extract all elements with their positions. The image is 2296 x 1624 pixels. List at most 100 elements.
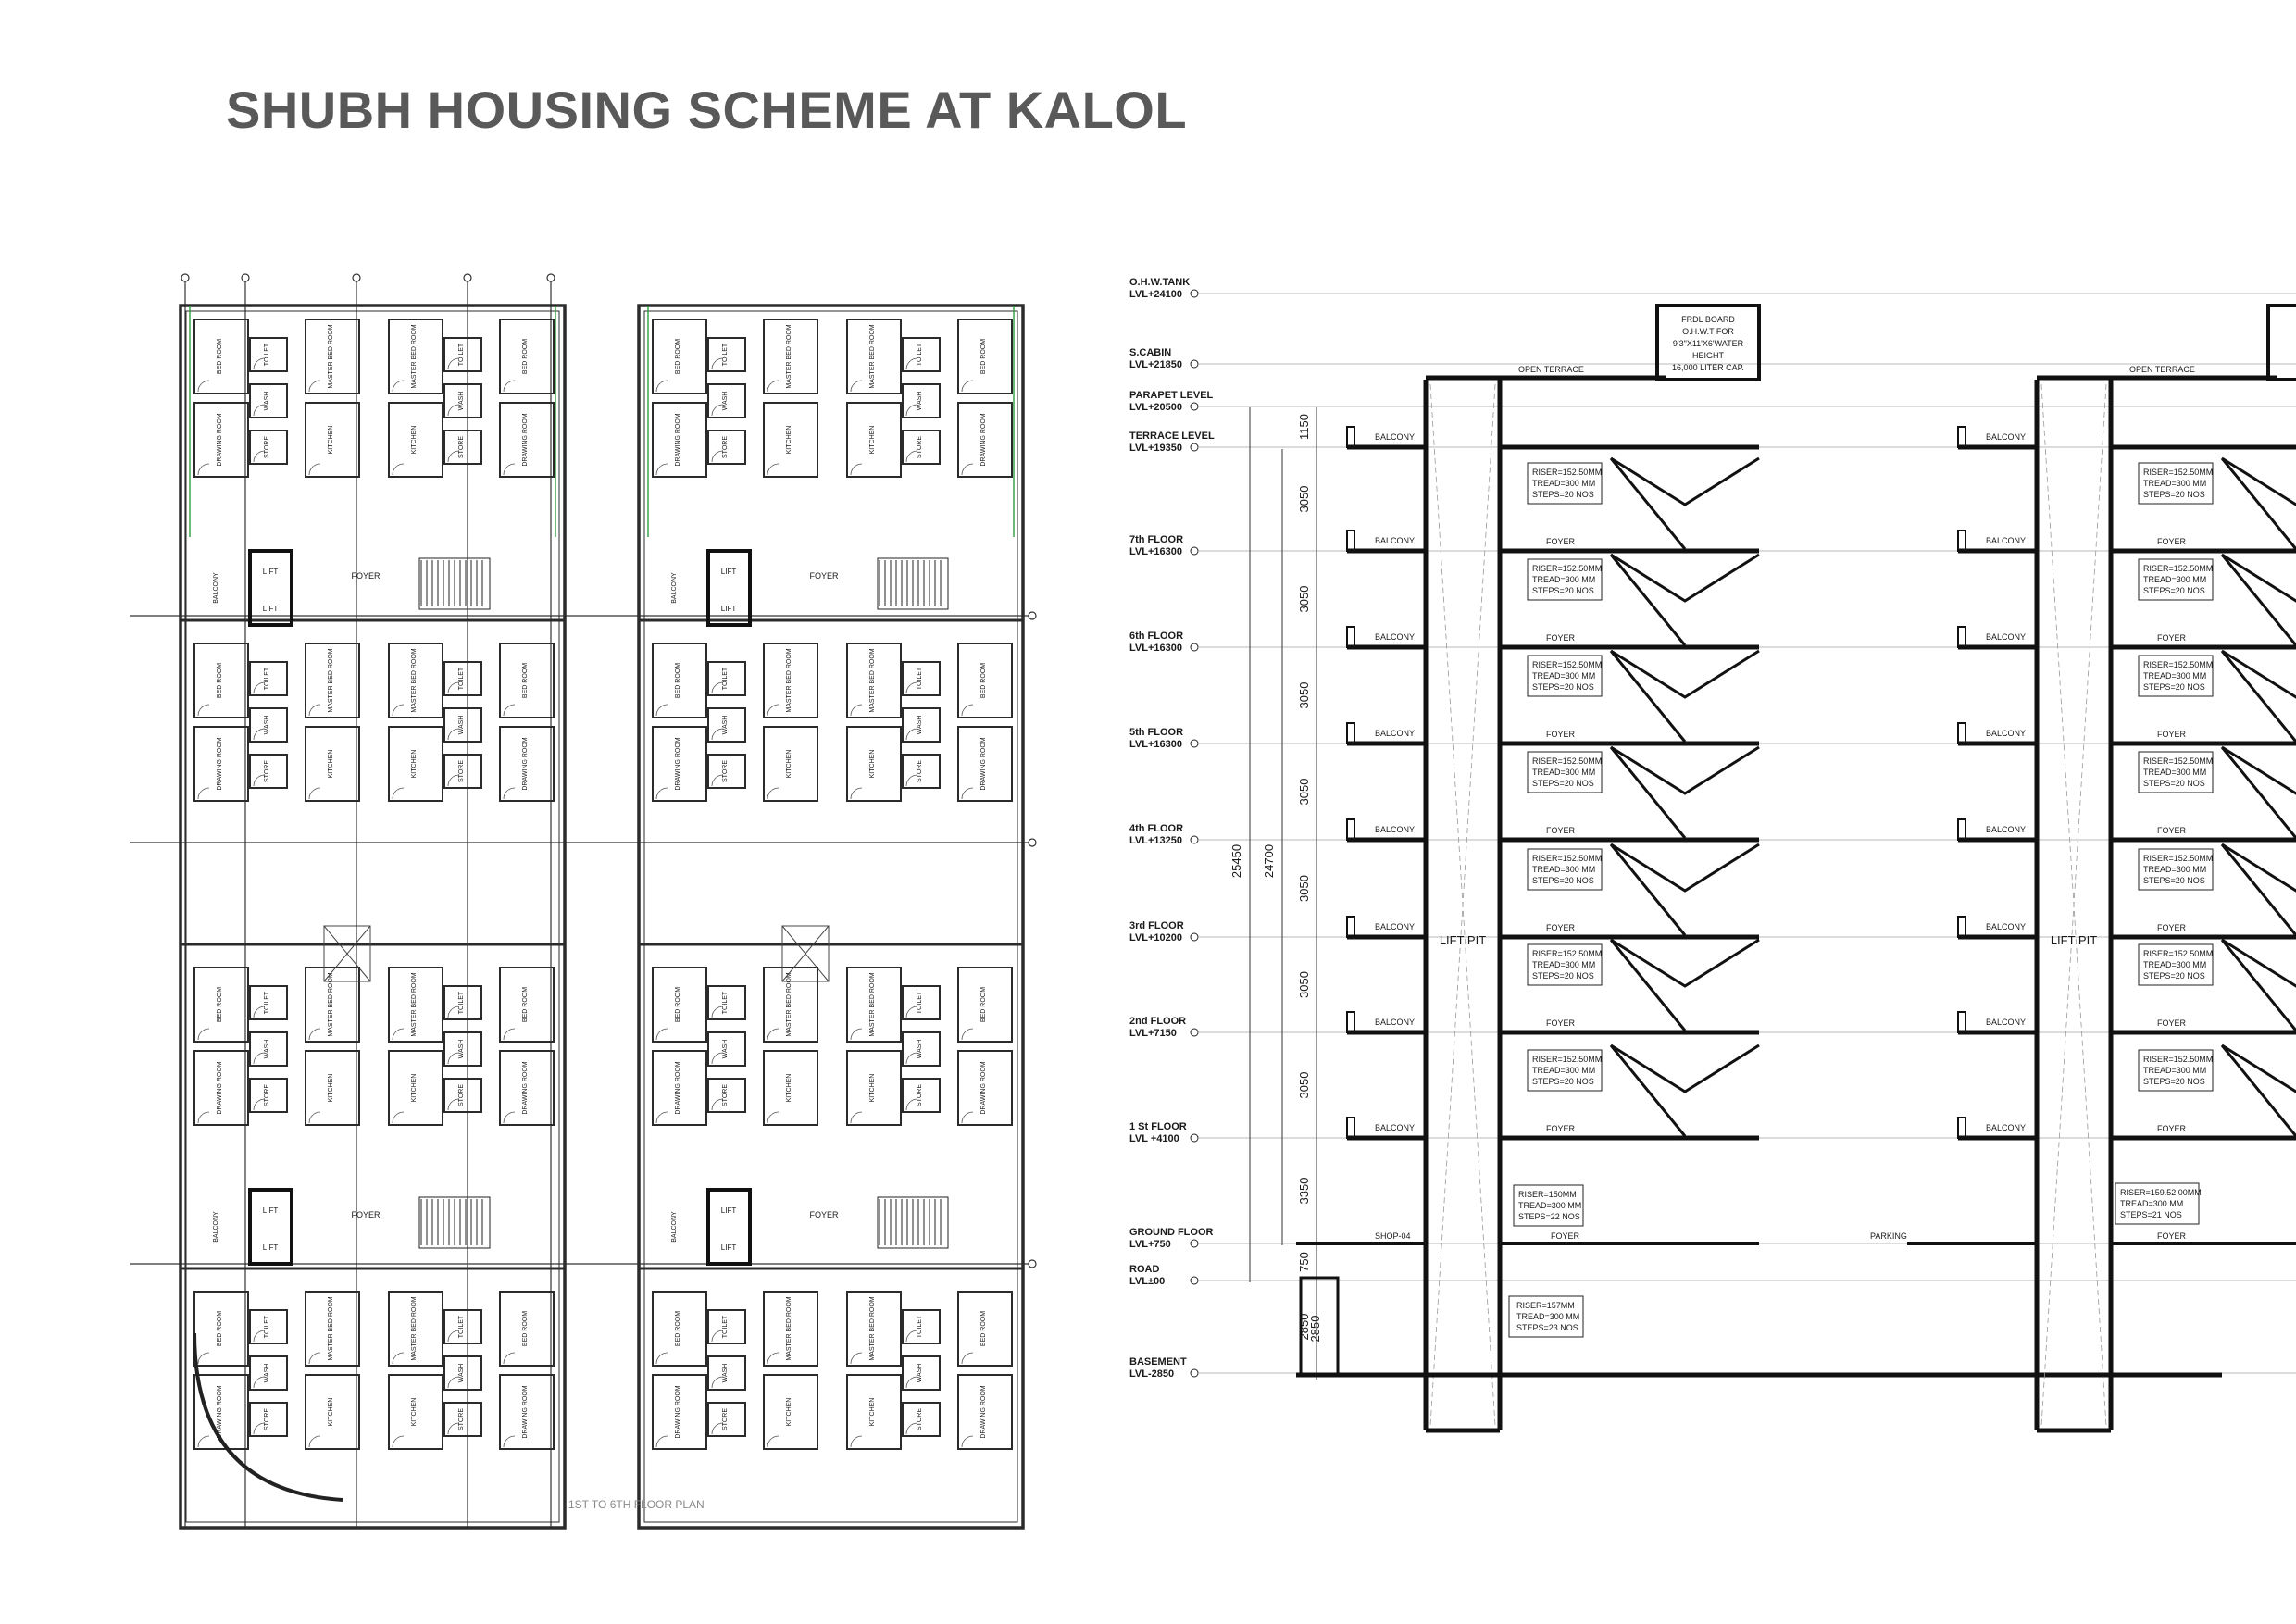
foyer-label: FOYER (1551, 1231, 1580, 1241)
grid-bubble (1028, 838, 1037, 847)
door-swing (503, 704, 516, 717)
lift-core (248, 1188, 293, 1266)
room-label: DRAWING ROOM (522, 1061, 529, 1114)
door-swing (961, 1435, 974, 1448)
balcony-label: BALCONY (1986, 825, 2026, 834)
room (193, 967, 249, 1043)
door-swing (392, 704, 405, 717)
door-swing (447, 1330, 460, 1343)
room-label: WASH (722, 1364, 729, 1383)
room-label: KITCHEN (411, 1398, 418, 1427)
foyer-label: FOYER (809, 571, 839, 581)
room (499, 1291, 555, 1367)
door-swing (447, 357, 460, 370)
room-label: DRAWING ROOM (980, 737, 987, 790)
parapet (1346, 1117, 1355, 1139)
room (305, 319, 360, 394)
parapet (1346, 722, 1355, 744)
door-swing (197, 704, 210, 717)
stair-note-box (1527, 848, 1603, 891)
room (846, 967, 902, 1043)
building-section-drawing: O.H.W.TANKLVL+24100S.CABINLVL+21850PARAP… (1129, 277, 2296, 1433)
door-swing (447, 1098, 460, 1111)
door-swing (905, 728, 918, 741)
room (957, 1050, 1013, 1126)
dim-floor-height: 750 (1297, 1252, 1311, 1272)
stair-stringer (1610, 456, 1760, 506)
room (763, 643, 818, 718)
room-label: KITCHEN (411, 1074, 418, 1103)
level-value: LVL+13250 (1129, 835, 1182, 846)
room-label: STORE (917, 1408, 923, 1430)
room-label: KITCHEN (786, 750, 792, 779)
stair-note-line: TREAD=300 MM (1532, 671, 1595, 681)
lift-label: LIFT (721, 568, 737, 576)
parapet (1957, 530, 1966, 552)
door-swing (253, 681, 266, 694)
door-swing (905, 681, 918, 694)
door-swing (447, 1006, 460, 1018)
door-swing (961, 1111, 974, 1124)
stair-stringer (1610, 649, 1760, 699)
lift-core (706, 549, 752, 627)
room (305, 1374, 360, 1450)
door-swing (655, 463, 668, 476)
plan-caption: 1ST TO 6TH FLOOR PLAN (568, 1498, 705, 1511)
grid-bubble (352, 273, 361, 282)
room (652, 402, 707, 478)
door-swing (308, 787, 321, 800)
stair-stringer (1609, 746, 1687, 839)
lift-shaft-diagonal (1429, 383, 1496, 1427)
block-inner (643, 310, 1018, 1523)
stair-flight (1609, 553, 1760, 646)
door-swing (308, 463, 321, 476)
stair-flight (1609, 456, 1760, 550)
stair-note-line: STEPS=20 NOS (1532, 1077, 1594, 1086)
room-label: MASTER BED ROOM (786, 648, 792, 712)
water-tank (2266, 304, 2296, 381)
balcony-label: BALCONY (671, 1211, 678, 1243)
room-label: BED ROOM (980, 663, 987, 698)
room-label: DRAWING ROOM (522, 1385, 529, 1438)
level-value: LVL-2850 (1129, 1368, 1174, 1380)
stair-note-line: RISER=152.50MM (1532, 756, 1602, 766)
level-name: 6th FLOOR (1129, 631, 1183, 642)
dim-floor-height: 3050 (1297, 875, 1311, 902)
room (443, 707, 482, 743)
dim-overall: 24700 (1262, 844, 1276, 878)
room (249, 337, 288, 372)
room-label: WASH (917, 1364, 923, 1383)
shop-label: SHOP-04 (1375, 1231, 1411, 1241)
water-tank (1655, 304, 1761, 381)
room (388, 1050, 443, 1126)
room (388, 967, 443, 1043)
door-swing (655, 380, 668, 393)
room (707, 661, 746, 696)
door-swing (253, 450, 266, 463)
lift-label: LIFT (263, 568, 279, 576)
room (388, 1291, 443, 1367)
room (388, 643, 443, 718)
basement-retaining-wall (1299, 1276, 1340, 1377)
stair-stringer (2221, 553, 2296, 603)
room-label: WASH (458, 1364, 465, 1383)
level-name: 1 St FLOOR (1129, 1121, 1187, 1132)
lift-label: LIFT (263, 1243, 279, 1252)
stair-note-line: RISER=152.50MM (2143, 1055, 2213, 1064)
stair-flight (1609, 843, 1760, 936)
door-swing (905, 404, 918, 417)
door-swing (655, 1435, 668, 1448)
room-label: TOILET (264, 1315, 270, 1338)
room-label: TOILET (722, 991, 729, 1014)
room-label: MASTER BED ROOM (869, 1296, 876, 1360)
room-label: DRAWING ROOM (217, 1061, 223, 1114)
room-label: BED ROOM (980, 987, 987, 1022)
lift-shaft-diagonal (2040, 383, 2107, 1427)
stair-stringer (2220, 746, 2296, 839)
foyer-label: FOYER (1546, 826, 1576, 835)
door-swing (392, 463, 405, 476)
room (249, 1309, 288, 1344)
